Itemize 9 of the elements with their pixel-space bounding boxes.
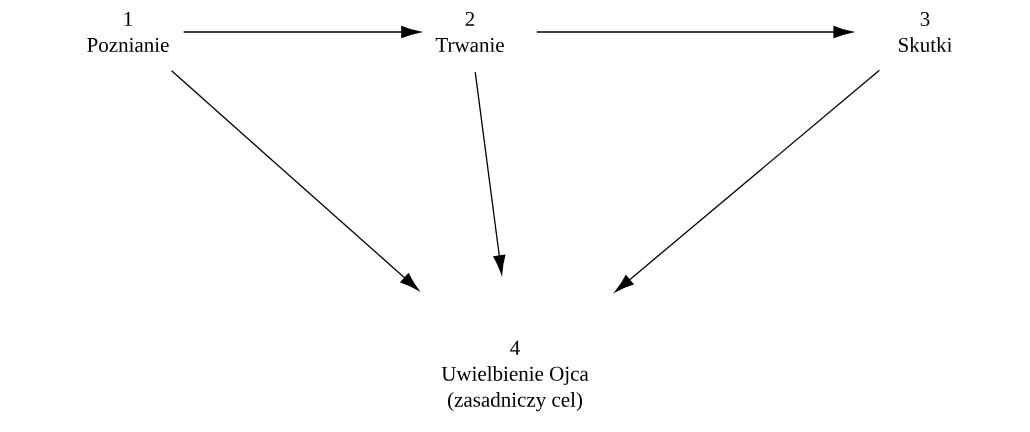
arrow	[474, 71, 506, 275]
arrow	[182, 25, 421, 39]
text-label: 2 Trwanie	[435, 11, 504, 53]
arrow	[615, 69, 881, 293]
text-label: 3 Skutki	[899, 11, 953, 53]
arrow	[171, 70, 419, 291]
text-label: 4 Uwielbienie Ojca (zasadniczy cel)	[441, 340, 589, 412]
text-label: 1 Poznianie	[87, 11, 169, 53]
arrow	[536, 25, 853, 39]
